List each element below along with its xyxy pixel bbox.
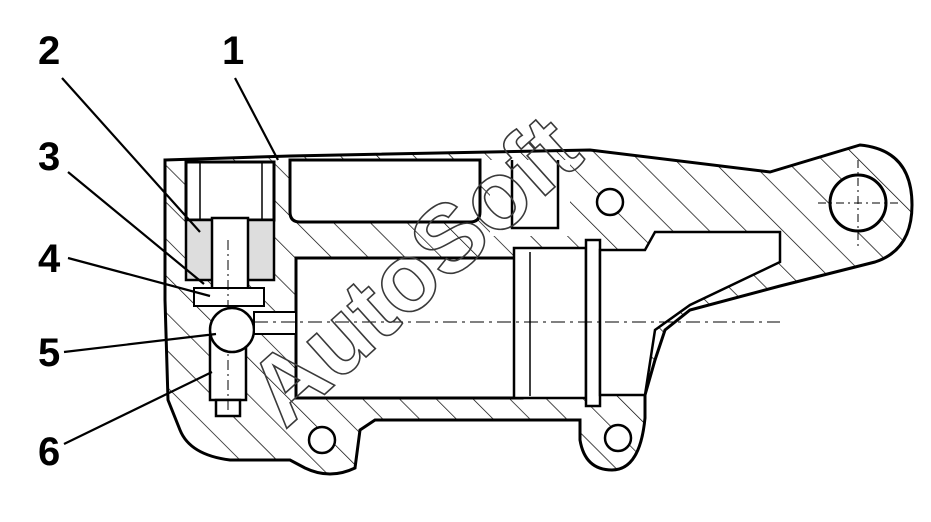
leader-lines xyxy=(61,77,279,445)
valve-cavity xyxy=(184,160,276,418)
callout-6: 6 xyxy=(38,430,60,474)
cylinder-bore xyxy=(294,230,782,408)
callout-2: 2 xyxy=(38,29,60,73)
mounting-holes xyxy=(307,160,898,455)
callout-1: 1 xyxy=(222,29,244,73)
callout-3: 3 xyxy=(38,135,60,179)
callout-5: 5 xyxy=(38,331,60,375)
upper-recess xyxy=(288,158,570,236)
fluid-channel xyxy=(253,311,780,335)
ball-valve xyxy=(208,306,256,354)
callout-4: 4 xyxy=(38,237,61,281)
